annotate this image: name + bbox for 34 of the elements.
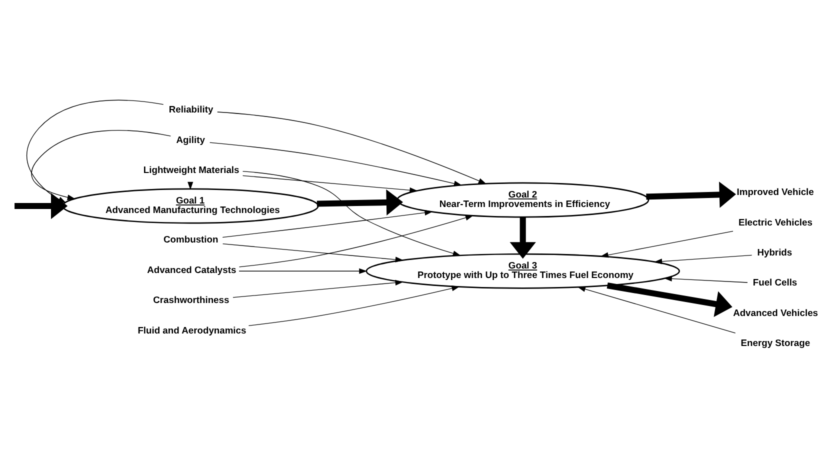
arrow: [238, 214, 474, 267]
arrow: [232, 279, 404, 298]
node-text: Lightweight Materials: [143, 163, 240, 174]
arrow: [654, 254, 752, 264]
arrow: [510, 216, 536, 258]
node-text: Energy Storage: [740, 336, 810, 348]
arrow: [238, 268, 368, 274]
node-text: Agility: [176, 133, 205, 144]
node-text: Advanced Vehicles: [733, 306, 818, 318]
node-text: Combustion: [164, 233, 218, 244]
node-text: Hybrids: [757, 246, 792, 257]
arrow: [606, 282, 732, 317]
arrow: [664, 275, 748, 282]
node-text: Fuel Cells: [752, 276, 798, 288]
arrow: [316, 188, 404, 216]
arrow: [31, 130, 171, 200]
arrow: [222, 209, 433, 238]
arrow: [577, 286, 736, 333]
arrow: [217, 111, 486, 184]
node-text: Improved Vehicle: [736, 186, 814, 197]
arrow: [646, 181, 736, 208]
node-ellipse: Goal 1 Advanced Manufacturing Technologies: [62, 188, 319, 224]
arrow: [210, 142, 462, 186]
arrow: [248, 285, 460, 326]
node-text: Reliability: [168, 103, 214, 114]
arrow: [242, 170, 461, 256]
node-text: Advanced Catalysts: [147, 263, 236, 274]
node-text: Fluid and Aerodynamics: [138, 324, 246, 335]
arrow: [600, 230, 734, 258]
node-text: Electric Vehicles: [738, 216, 812, 227]
node-text: Crashworthiness: [153, 294, 230, 305]
arrow: [222, 242, 404, 262]
arrow: [26, 99, 164, 219]
arrow: [242, 174, 418, 192]
